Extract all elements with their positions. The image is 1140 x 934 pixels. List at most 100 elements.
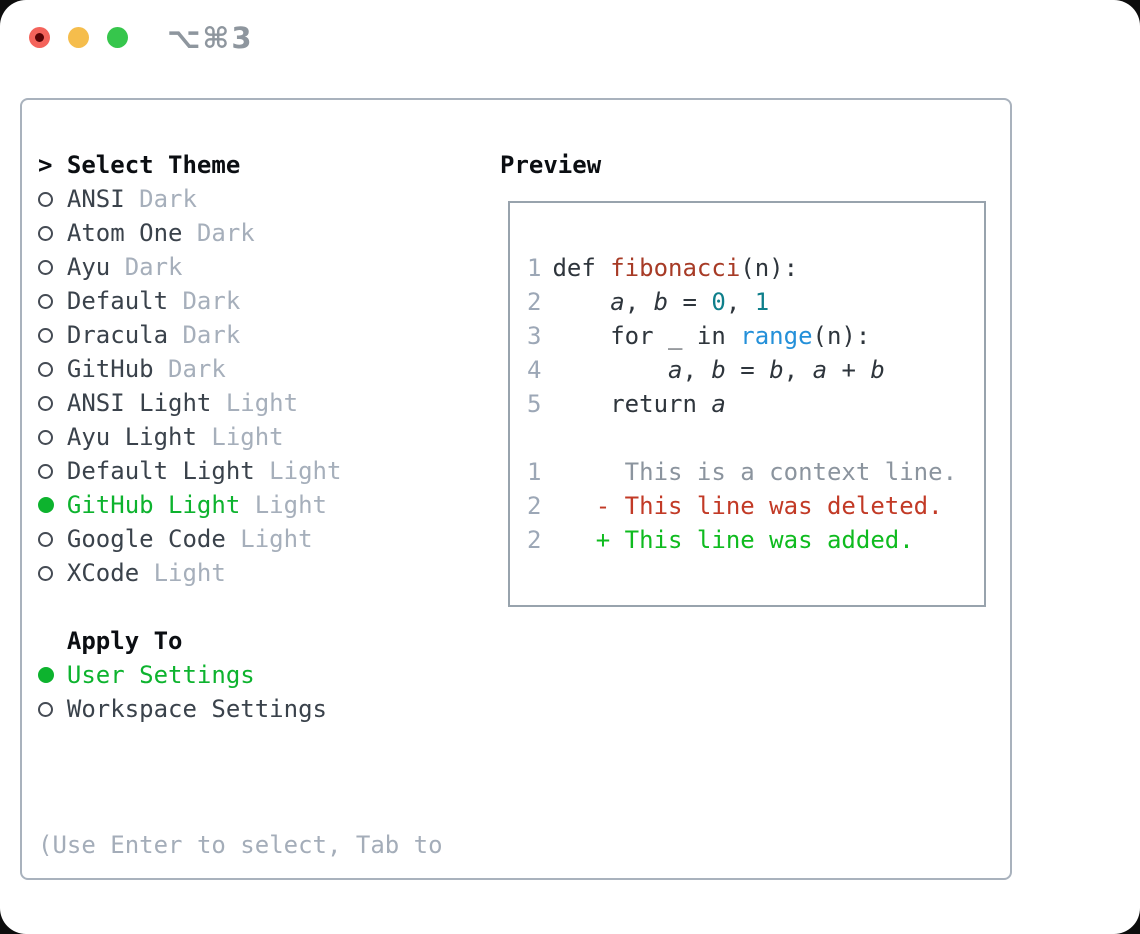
option-label: Workspace Settings	[66, 695, 327, 723]
code-token-code: ,	[783, 356, 813, 384]
code-token-var: a	[610, 288, 625, 316]
radio-icon	[38, 667, 54, 683]
radio-cell	[38, 225, 67, 241]
theme-variant-tag: Light	[153, 559, 226, 587]
code-token-code: =	[725, 356, 770, 384]
code-token-num: 0	[711, 288, 726, 316]
code-token-code: ,	[682, 356, 712, 384]
code-token-var: b	[769, 356, 784, 384]
code-token-code: +	[827, 356, 871, 384]
radio-cell	[38, 565, 67, 581]
code-token-code: for _ in	[552, 322, 741, 350]
radio-icon	[38, 293, 53, 309]
radio-cell	[38, 701, 67, 717]
code-token-var: b	[653, 288, 669, 316]
code-token-code: (n):	[812, 322, 871, 350]
preview-line: 2 a, b = 0, 1	[527, 285, 984, 319]
zoom-button[interactable]	[107, 27, 128, 48]
code-token-code: ,	[725, 288, 755, 316]
close-button[interactable]	[29, 27, 50, 48]
theme-option-xcode[interactable]: XCode Light	[38, 556, 443, 590]
apply-option-user-settings[interactable]: User Settings	[38, 658, 443, 692]
radio-cell	[38, 191, 67, 207]
code-token-builtin: range	[740, 322, 813, 350]
radio-cell	[38, 463, 67, 479]
code-token-var: a	[668, 356, 683, 384]
apply-option-workspace-settings[interactable]: Workspace Settings	[38, 692, 443, 726]
blank-line	[527, 421, 984, 455]
radio-cell	[38, 429, 67, 445]
radio-icon	[38, 565, 53, 581]
theme-option-github[interactable]: GitHub Dark	[38, 352, 443, 386]
radio-cell	[38, 497, 67, 513]
code-token-code	[552, 288, 610, 316]
radio-icon	[38, 429, 53, 445]
preview-header: Preview	[500, 151, 602, 179]
option-label: XCode	[66, 559, 140, 587]
diff-line-deleted: 2 - This line was deleted.	[527, 489, 984, 523]
preview-line: 5 return a	[527, 387, 984, 421]
radio-cell	[38, 259, 67, 275]
code-token-num: 1	[754, 288, 770, 316]
line-number: 3	[527, 322, 542, 350]
hint-line-1: (Use Enter to select, Tab to	[38, 831, 443, 859]
code-token-var: b	[870, 356, 885, 384]
option-label: Ayu	[66, 253, 111, 281]
theme-variant-tag: Light	[240, 525, 313, 553]
theme-variant-tag: Dark	[182, 321, 241, 349]
code-token-code: =	[668, 288, 712, 316]
code-token-code: return	[552, 390, 712, 418]
theme-variant-tag: Dark	[182, 287, 241, 315]
window-shortcut-label: ⌥⌘3	[167, 21, 254, 55]
line-number: 2	[527, 526, 542, 554]
theme-variant-tag: Dark	[196, 219, 255, 247]
radio-icon	[38, 225, 53, 241]
minimize-button[interactable]	[68, 27, 89, 48]
theme-option-google-code[interactable]: Google Code Light	[38, 522, 443, 556]
hint-line-2: change focus)	[38, 930, 443, 934]
select-theme-header: > Select Theme	[38, 148, 443, 182]
option-label: Google Code	[66, 525, 226, 553]
radio-icon	[38, 497, 54, 513]
code-token-code: (n):	[740, 254, 799, 282]
spacer	[38, 590, 443, 624]
theme-option-atom-one[interactable]: Atom One Dark	[38, 216, 443, 250]
option-label: Dracula	[66, 321, 169, 349]
theme-option-ayu[interactable]: Ayu Dark	[38, 250, 443, 284]
radio-icon	[38, 361, 53, 377]
code-token-code: ,	[624, 288, 654, 316]
selection-cursor: >	[38, 151, 53, 179]
option-label: ANSI Light	[66, 389, 212, 417]
radio-cell	[38, 327, 67, 343]
radio-cell	[38, 293, 67, 309]
radio-icon	[38, 531, 53, 547]
preview-line: 3 for _ in range(n):	[527, 319, 984, 353]
radio-icon	[38, 259, 53, 275]
line-number: 1	[527, 458, 542, 486]
radio-icon	[38, 191, 53, 207]
theme-variant-tag: Dark	[124, 253, 183, 281]
diff-preview: 1 This is a context line. 2 - This line …	[527, 455, 984, 557]
option-label: GitHub	[66, 355, 154, 383]
line-number: 2	[527, 288, 542, 316]
theme-option-dracula[interactable]: Dracula Dark	[38, 318, 443, 352]
option-label: Ayu Light	[66, 423, 197, 451]
select-theme-header-label: Select Theme	[66, 151, 241, 179]
hint-text: (Use Enter to select, Tab to change focu…	[38, 760, 443, 934]
option-label: User Settings	[66, 661, 255, 689]
theme-variant-tag: Dark	[168, 355, 226, 383]
option-label: Atom One	[66, 219, 183, 247]
code-token-code: def	[552, 254, 611, 282]
